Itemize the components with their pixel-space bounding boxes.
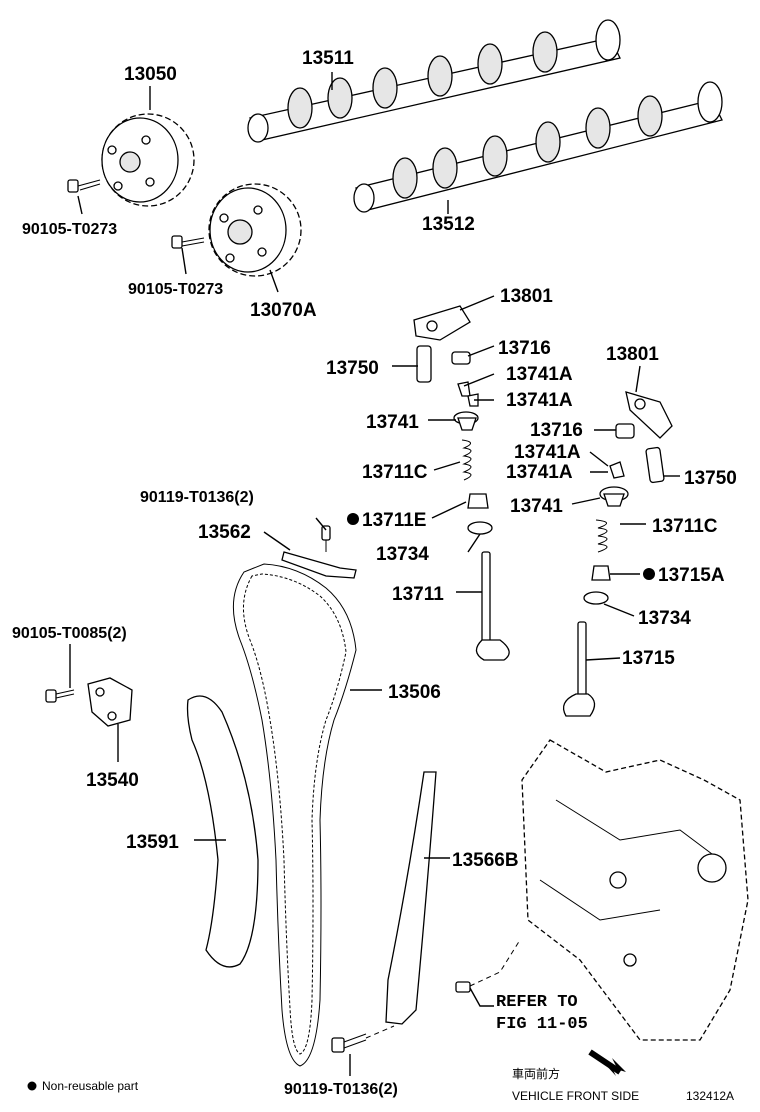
- lash-adjuster-right[interactable]: [645, 446, 665, 484]
- label-13711c-b[interactable]: 13711C: [652, 516, 718, 537]
- exhaust-valve[interactable]: [562, 621, 596, 717]
- label-13741-a[interactable]: 13741: [366, 412, 419, 433]
- label-90105-t0273-b[interactable]: 90105-T0273: [128, 281, 223, 298]
- refer-line-2[interactable]: FIG 11-05: [496, 1015, 588, 1034]
- label-13540[interactable]: 13540: [86, 770, 139, 791]
- chain-damper[interactable]: [281, 525, 357, 579]
- label-13741a-b[interactable]: 13741A: [506, 390, 573, 411]
- label-13512[interactable]: 13512: [422, 214, 475, 235]
- label-13801-b[interactable]: 13801: [606, 344, 659, 365]
- label-13562[interactable]: 13562: [198, 522, 251, 543]
- label-90119-t0136-b[interactable]: 90119-T0136(2): [284, 1081, 398, 1098]
- timing-chain[interactable]: [232, 563, 357, 1067]
- label-90119-t0136-a[interactable]: 90119-T0136(2): [140, 489, 254, 506]
- legend-text: Non-reusable part: [42, 1079, 139, 1093]
- footer: Non-reusable part 車両前方 VEHICLE FRONT SID…: [27, 1066, 734, 1103]
- label-13711c-a[interactable]: 13711C: [362, 462, 428, 483]
- leader-lines: [69, 72, 680, 1076]
- camshaft-upper[interactable]: [247, 19, 621, 143]
- label-90105-t0273-a[interactable]: 90105-T0273: [22, 221, 117, 238]
- spring-seat-right[interactable]: [583, 591, 609, 605]
- rocker-arm-left[interactable]: [413, 305, 471, 341]
- valve-keeper-right[interactable]: [609, 461, 625, 479]
- spring-seat-left[interactable]: [467, 521, 493, 535]
- sprocket-bolt-exhaust[interactable]: [171, 235, 205, 249]
- label-13801-a[interactable]: 13801: [500, 286, 553, 307]
- figure-code: 132412A: [686, 1089, 734, 1103]
- label-13734-b[interactable]: 13734: [638, 608, 691, 629]
- pin[interactable]: [455, 981, 471, 993]
- label-13050[interactable]: 13050: [124, 64, 177, 85]
- label-13511[interactable]: 13511: [302, 48, 354, 69]
- label-13741-b[interactable]: 13741: [510, 496, 563, 517]
- label-13716-a[interactable]: 13716: [498, 338, 551, 359]
- rocker-arm-right[interactable]: [625, 391, 673, 439]
- guide-bolt[interactable]: [331, 1033, 367, 1053]
- refer-line-1[interactable]: REFER TO: [496, 993, 578, 1012]
- label-13750-a[interactable]: 13750: [326, 358, 379, 379]
- label-13741a-c[interactable]: 13741A: [514, 442, 581, 463]
- valve-spring-right[interactable]: [595, 519, 608, 553]
- front-side-jp: 車両前方: [512, 1066, 560, 1081]
- camshaft-timing-gear-exhaust[interactable]: [208, 183, 302, 277]
- tensioner-bolt[interactable]: [45, 689, 75, 703]
- valve-spring-left[interactable]: [461, 439, 472, 481]
- spring-retainer-right[interactable]: [599, 486, 629, 507]
- non-reusable-dot-icon: [643, 568, 655, 580]
- legend-dot-icon: [27, 1081, 37, 1091]
- label-13741a-d[interactable]: 13741A: [506, 462, 573, 483]
- label-13566b[interactable]: 13566B: [452, 850, 519, 871]
- valve-cap-left[interactable]: [451, 351, 471, 365]
- label-13591[interactable]: 13591: [126, 832, 179, 853]
- label-13716-b[interactable]: 13716: [530, 420, 583, 441]
- sprocket-bolt-intake[interactable]: [67, 179, 101, 193]
- valve-keeper-left[interactable]: [457, 381, 479, 407]
- label-13506[interactable]: 13506: [388, 682, 441, 703]
- label-13070a[interactable]: 13070A: [250, 300, 317, 321]
- chain-vibration-damper[interactable]: [385, 771, 437, 1025]
- chain-tensioner[interactable]: [87, 677, 133, 727]
- non-reusable-dot-icon: [347, 513, 359, 525]
- label-13711[interactable]: 13711: [392, 584, 444, 605]
- intake-valve[interactable]: [475, 551, 510, 661]
- lash-adjuster-left[interactable]: [416, 345, 432, 383]
- front-arrow-icon: [588, 1049, 626, 1076]
- label-13715[interactable]: 13715: [622, 648, 675, 669]
- part-labels: 13050 90105-T0273 90105-T0273 13070A 135…: [12, 48, 737, 1098]
- label-13715a[interactable]: 13715A: [658, 565, 725, 586]
- label-13741a-a[interactable]: 13741A: [506, 364, 573, 385]
- engine-block[interactable]: [521, 739, 749, 1041]
- valve-cap-right[interactable]: [615, 423, 635, 439]
- label-13734-a[interactable]: 13734: [376, 544, 429, 565]
- label-13750-b[interactable]: 13750: [684, 468, 737, 489]
- valve-stem-seal-right[interactable]: [591, 565, 611, 581]
- label-90105-t0085[interactable]: 90105-T0085(2): [12, 625, 127, 642]
- chain-slipper[interactable]: [186, 695, 259, 968]
- label-13711e[interactable]: 13711E: [362, 510, 426, 531]
- spring-retainer-left[interactable]: [453, 411, 479, 431]
- camshaft-lower[interactable]: [353, 81, 723, 213]
- camshaft-timing-gear-intake[interactable]: [101, 113, 195, 207]
- valve-stem-seal-left[interactable]: [467, 493, 489, 509]
- front-side-en: VEHICLE FRONT SIDE: [512, 1089, 639, 1103]
